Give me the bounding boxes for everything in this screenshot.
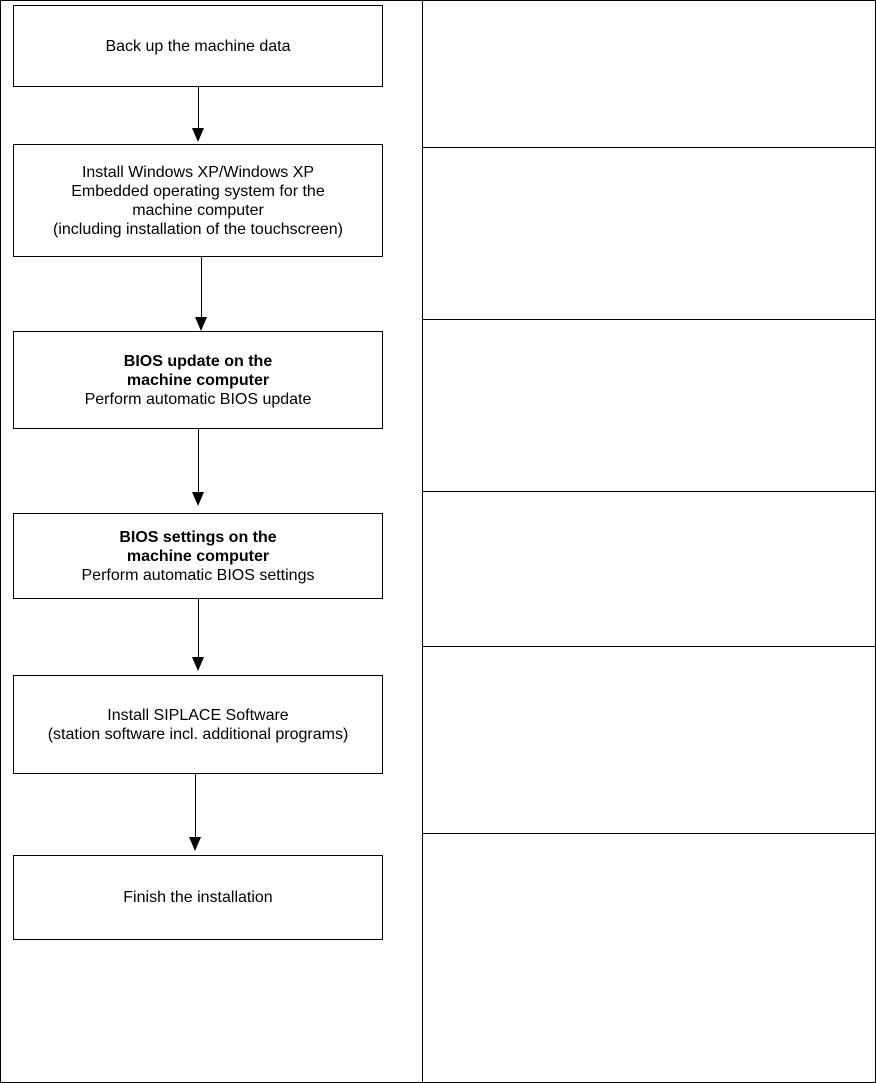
column-divider [422, 0, 423, 1083]
flow-arrow-line [201, 257, 202, 317]
step-finish-installation: Finish the installation [13, 855, 383, 940]
flow-arrow-head [192, 492, 204, 506]
step-heading: BIOS settings on the [119, 528, 277, 546]
step-text: Install SIPLACE Software [107, 706, 289, 724]
flow-arrow-line [195, 774, 196, 837]
step-heading: machine computer [126, 547, 270, 565]
flow-arrow-head [192, 128, 204, 142]
flow-arrow-line [198, 429, 199, 492]
step-bios-settings: BIOS settings on the machine computer Pe… [13, 513, 383, 599]
step-text: (station software incl. additional progr… [47, 725, 349, 743]
step-text: Finish the installation [123, 889, 273, 906]
step-text: Install Windows XP/Windows XP [81, 163, 315, 181]
right-row-separator [423, 646, 875, 647]
right-row-separator [423, 147, 875, 148]
step-heading: BIOS update on the [123, 352, 273, 370]
flow-arrow-line [198, 87, 199, 128]
step-heading: machine computer [126, 371, 270, 389]
step-text: Embedded operating system for the [71, 182, 325, 200]
step-text: Perform automatic BIOS settings [81, 566, 315, 584]
flow-arrow-line [198, 599, 199, 657]
flow-arrow-head [189, 837, 201, 851]
step-install-windows-xp: Install Windows XP/Windows XP Embedded o… [13, 144, 383, 257]
right-row-separator [423, 833, 875, 834]
flow-arrow-head [195, 317, 207, 331]
right-row-separator [423, 491, 875, 492]
step-install-siplace-software: Install SIPLACE Software (station softwa… [13, 675, 383, 774]
right-row-separator [423, 319, 875, 320]
step-text: Back up the machine data [105, 37, 291, 55]
step-bios-update: BIOS update on the machine computer Perf… [13, 331, 383, 429]
step-backup-machine-data: Back up the machine data [13, 5, 383, 87]
step-text: Perform automatic BIOS update [84, 390, 312, 408]
step-text: machine computer [132, 201, 264, 219]
step-text: (including installation of the touchscre… [53, 220, 343, 238]
flow-arrow-head [192, 657, 204, 671]
